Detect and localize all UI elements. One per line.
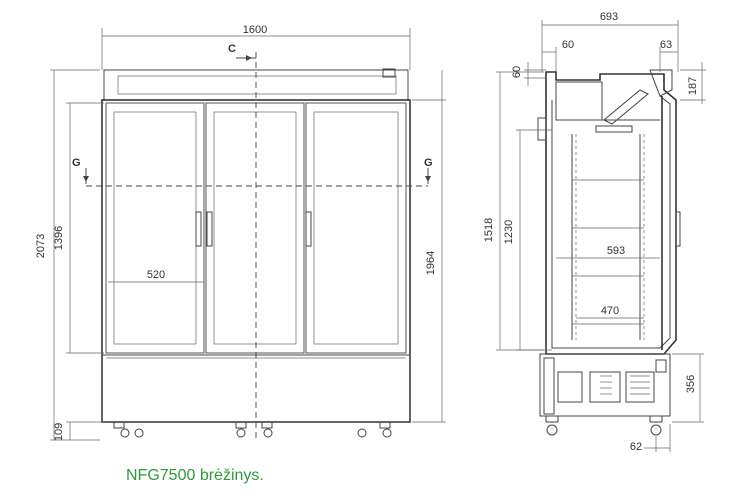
controller	[382, 68, 396, 78]
front-view: 1600	[35, 24, 446, 441]
condenser	[625, 371, 655, 403]
dim-height-inner: 1230	[503, 220, 515, 244]
handle-left	[195, 211, 202, 247]
side-handle	[675, 211, 681, 247]
dim-side-height: 1964	[425, 251, 437, 275]
compressor	[557, 371, 583, 403]
dim-height-outer: 1518	[483, 218, 495, 242]
dim-base-height-side: 356	[685, 375, 697, 393]
section-c-label: C	[228, 43, 236, 55]
dim-shelf-upper: 593	[607, 245, 625, 257]
door-middle	[205, 102, 305, 354]
top-compartment	[555, 81, 603, 121]
side-bracket	[537, 117, 547, 141]
dim-top-height: 187	[687, 77, 699, 95]
dim-base-height: 109	[53, 423, 65, 441]
side-view: 693 60 63 60 187	[483, 11, 706, 453]
dim-top-left: 60	[562, 39, 574, 51]
dim-shelf-lower: 470	[601, 305, 619, 317]
evaporator-fan	[603, 89, 649, 125]
dim-foot-offset: 62	[630, 441, 642, 453]
wheels	[113, 421, 392, 438]
handle-right	[305, 211, 312, 247]
dim-top-right: 63	[660, 39, 672, 51]
caption: NFG7500 brėžinys.	[126, 467, 264, 484]
dim-width: 1600	[243, 24, 267, 36]
hinge-top	[649, 69, 673, 97]
dim-door-width: 520	[147, 269, 165, 281]
door-right	[305, 102, 407, 354]
handle-middle	[206, 211, 213, 247]
door-left	[105, 102, 205, 354]
compressor-base	[539, 353, 671, 417]
section-g-right-label: G	[424, 157, 433, 169]
dim-depth: 693	[600, 11, 618, 23]
dim-glass-height: 1396	[53, 226, 65, 250]
section-g-left-label: G	[72, 157, 81, 169]
side-wheels	[545, 415, 663, 436]
dim-total-height: 2073	[35, 234, 47, 258]
